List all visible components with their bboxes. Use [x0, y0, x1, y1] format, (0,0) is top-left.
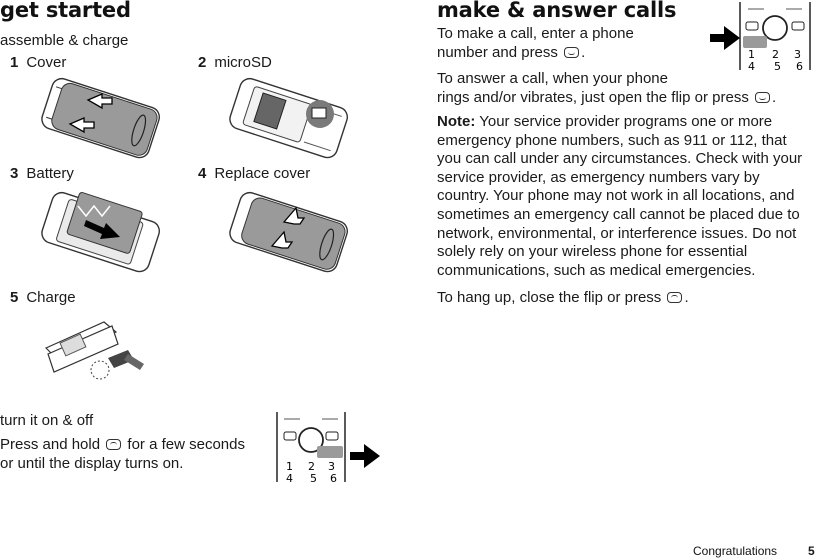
cover-removal-illustration: [41, 77, 161, 159]
key-6-label: 6: [330, 472, 337, 485]
key-5-label: 5: [310, 472, 317, 485]
keypad-power-illustration: 1 2 3 4 5 6: [276, 412, 380, 485]
turn-on-instructions: Press and hold for a few seconds or unti…: [0, 436, 245, 472]
send-key-icon: [564, 46, 580, 58]
emergency-note: Note: Your service provider programs one…: [437, 113, 803, 279]
hang-up-instructions: To hang up, close the flip or press .: [437, 289, 689, 306]
keypad-send-illustration: 1 2 3 4 5 6: [710, 2, 811, 73]
key-3-label: 3: [328, 460, 335, 473]
power-end-key-icon: [106, 439, 122, 450]
charger-illustration: [44, 321, 144, 380]
page-title-make-answer-calls: make & answer calls: [437, 0, 677, 22]
replace-cover-illustration: [229, 191, 349, 273]
key-6-label: 6: [796, 60, 803, 73]
microsd-insert-illustration: [229, 77, 349, 159]
send-key-icon: [755, 91, 771, 103]
page-title-get-started: get started: [0, 0, 131, 22]
end-key-icon: [667, 292, 683, 303]
page-number: 5: [808, 544, 815, 558]
assemble-heading: assemble & charge: [0, 32, 129, 49]
key-1-label: 1: [286, 460, 293, 473]
footer-section-name: Congratulations: [693, 544, 778, 558]
answer-call-instructions: To answer a call, when your phone rings …: [437, 70, 777, 106]
key-1-label: 1: [748, 48, 755, 61]
battery-insert-illustration: [41, 191, 161, 273]
turn-on-heading: turn it on & off: [0, 412, 94, 429]
key-3-label: 3: [794, 48, 801, 61]
key-2-label: 2: [772, 48, 779, 61]
key-4-label: 4: [748, 60, 755, 73]
make-call-instructions: To make a call, enter a phone number and…: [437, 25, 634, 61]
key-4-label: 4: [286, 472, 293, 485]
key-5-label: 5: [774, 60, 781, 73]
key-2-label: 2: [308, 460, 315, 473]
